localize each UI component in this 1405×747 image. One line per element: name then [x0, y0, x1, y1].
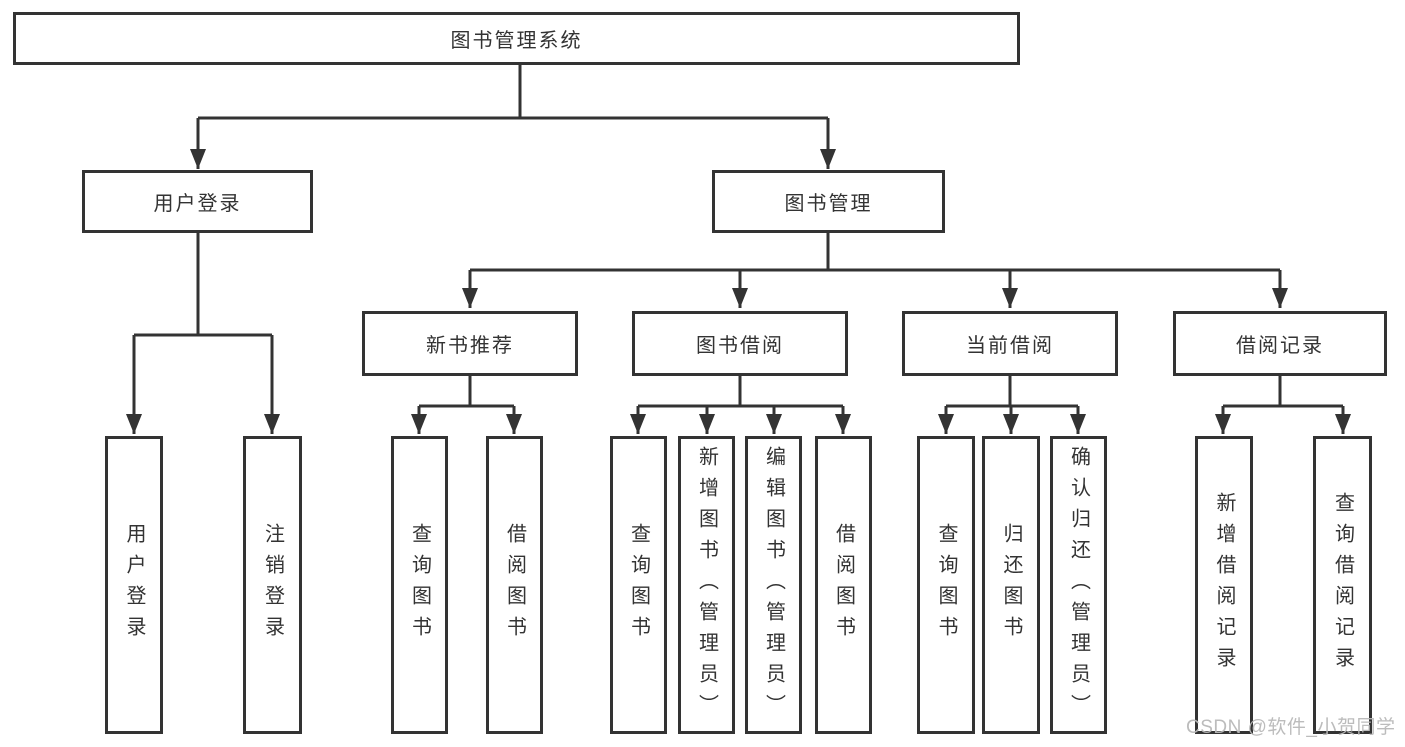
node-root: 图书管理系统 — [13, 12, 1020, 65]
node-user-login-label: 用户登录 — [153, 193, 242, 215]
node-book-management: 图书管理 — [712, 170, 945, 233]
node-current-borrow: 当前借阅 — [902, 311, 1118, 376]
leaf-user-login-label: 用户登录 — [123, 523, 145, 647]
leaf-newbook-borrow-label: 借阅图书 — [503, 523, 526, 647]
node-user-login: 用户登录 — [82, 170, 313, 233]
leaf-newbook-query-label: 查询图书 — [408, 523, 431, 647]
leaf-newbook-borrow: 借阅图书 — [486, 436, 543, 734]
leaf-user-login: 用户登录 — [105, 436, 163, 734]
leaf-borrow-borrow-label: 借阅图书 — [832, 523, 855, 647]
leaf-records-add: 新增借阅记录 — [1195, 436, 1253, 734]
leaf-borrow-query-label: 查询图书 — [627, 523, 650, 647]
leaf-borrow-add: 新增图书（管理员） — [678, 436, 735, 734]
leaf-borrow-add-label: 新增图书（管理员） — [695, 445, 718, 725]
csdn-watermark: CSDN @软件_小贺同学 — [1186, 717, 1396, 738]
leaf-current-query-label: 查询图书 — [935, 523, 957, 647]
node-new-book-recommend-label: 新书推荐 — [426, 335, 514, 357]
leaf-borrow-edit: 编辑图书（管理员） — [745, 436, 802, 734]
leaf-borrow-edit-label: 编辑图书（管理员） — [762, 445, 785, 725]
node-book-management-label: 图书管理 — [784, 193, 873, 215]
leaf-current-return-label: 归还图书 — [1000, 523, 1022, 647]
node-borrow-records-label: 借阅记录 — [1236, 335, 1324, 357]
node-root-label: 图书管理系统 — [450, 30, 583, 52]
leaf-records-add-label: 新增借阅记录 — [1213, 492, 1235, 678]
node-book-borrow-label: 图书借阅 — [696, 335, 784, 357]
leaf-records-query-label: 查询借阅记录 — [1331, 492, 1354, 678]
leaf-current-query: 查询图书 — [917, 436, 975, 734]
node-book-borrow: 图书借阅 — [632, 311, 848, 376]
leaf-current-confirm-label: 确认归还（管理员） — [1067, 445, 1090, 725]
node-borrow-records: 借阅记录 — [1173, 311, 1387, 376]
leaf-logout: 注销登录 — [243, 436, 302, 734]
node-current-borrow-label: 当前借阅 — [966, 335, 1054, 357]
leaf-newbook-query: 查询图书 — [391, 436, 448, 734]
leaf-current-confirm: 确认归还（管理员） — [1050, 436, 1107, 734]
node-new-book-recommend: 新书推荐 — [362, 311, 578, 376]
leaf-borrow-query: 查询图书 — [610, 436, 667, 734]
leaf-logout-label: 注销登录 — [261, 523, 284, 647]
leaf-records-query: 查询借阅记录 — [1313, 436, 1372, 734]
leaf-borrow-borrow: 借阅图书 — [815, 436, 872, 734]
leaf-current-return: 归还图书 — [982, 436, 1040, 734]
